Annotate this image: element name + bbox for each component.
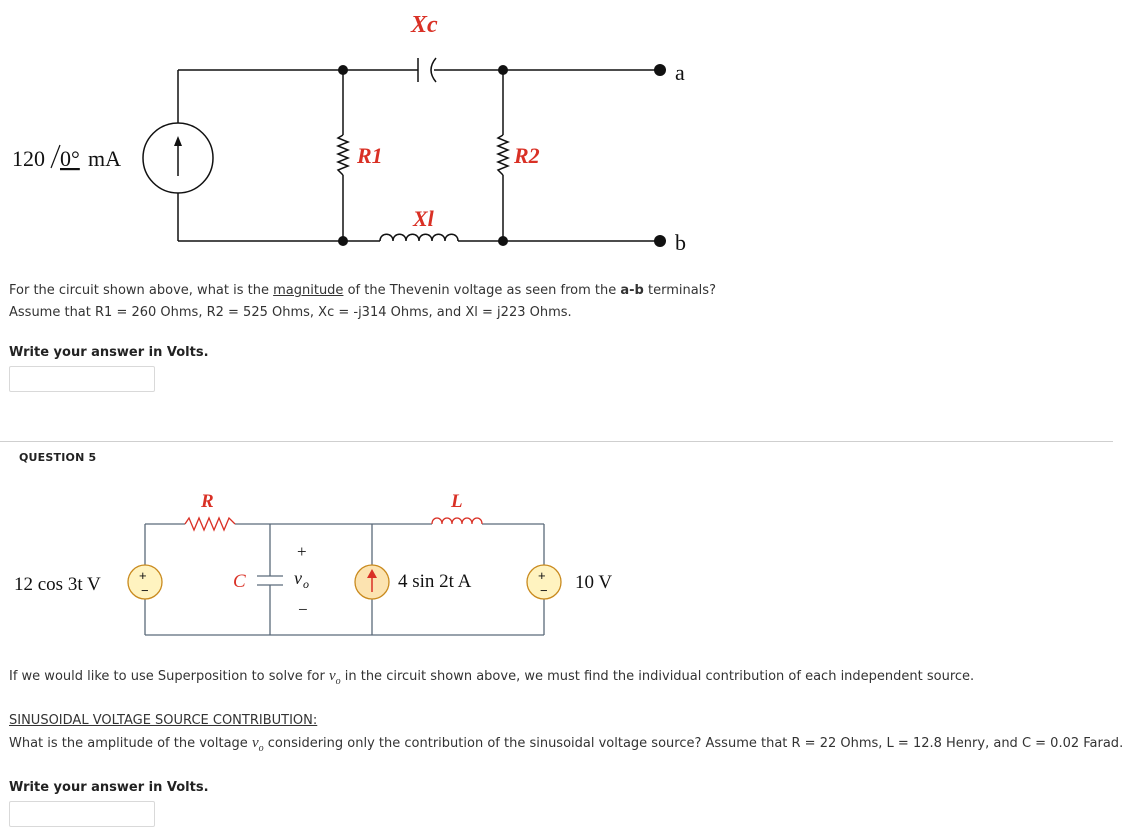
- svg-text:mA: mA: [88, 146, 121, 171]
- question-divider: [0, 441, 1113, 442]
- terminal-b-node: [654, 235, 666, 247]
- q5-section-title: SINUSOIDAL VOLTAGE SOURCE CONTRIBUTION:: [9, 713, 318, 728]
- r2-label: R2: [513, 143, 540, 168]
- capacitor-c: [257, 575, 283, 586]
- inductor-l: [431, 517, 483, 525]
- svg-text:−: −: [540, 583, 548, 598]
- r-label: R: [200, 491, 214, 512]
- resistor-r: [184, 516, 236, 532]
- sinusoidal-voltage-source-icon: + −: [127, 564, 163, 600]
- sinusoidal-current-source-icon: [354, 564, 390, 600]
- l-label: L: [450, 491, 463, 512]
- inductor-xl: [379, 233, 459, 242]
- current-source-icon: [142, 122, 214, 194]
- q4-answer-instruction: Write your answer in Volts.: [9, 345, 209, 360]
- q4-prompt: For the circuit shown above, what is the…: [9, 283, 716, 298]
- terminal-b-label: b: [675, 230, 686, 255]
- dc-source-label: 10 V: [575, 572, 612, 593]
- q4-answer-input[interactable]: [9, 366, 155, 392]
- svg-text:+: +: [139, 568, 147, 583]
- q5-intro: If we would like to use Superposition to…: [9, 668, 975, 687]
- terminal-a-label: a: [675, 60, 685, 85]
- capacitor-xc: [417, 57, 437, 83]
- r1-label: R1: [356, 143, 383, 168]
- question-5-header: QUESTION 5: [19, 451, 97, 464]
- vo-label: v o: [294, 568, 309, 591]
- q5-answer-input[interactable]: [9, 801, 155, 827]
- dc-voltage-source-icon: + −: [526, 564, 562, 600]
- isource-label: 4 sin 2t A: [398, 571, 472, 592]
- svg-text:0°: 0°: [60, 146, 80, 171]
- thevenin-circuit-diagram: Xc R1 R2 Xl a b 120 0° mA: [12, 12, 686, 255]
- superposition-circuit-diagram: + − + − R L C + v o − 12 cos 3t V 4 sin …: [14, 491, 612, 636]
- c-label: C: [233, 571, 246, 592]
- vo-plus: +: [297, 542, 307, 561]
- xl-label: Xl: [412, 206, 435, 231]
- terminal-a-node: [654, 64, 666, 76]
- xc-label: Xc: [410, 12, 438, 38]
- q5-question: What is the amplitude of the voltage vo …: [9, 735, 1123, 754]
- svg-text:−: −: [141, 583, 149, 598]
- svg-text:o: o: [303, 577, 309, 591]
- vsource-label: 12 cos 3t V: [14, 574, 101, 595]
- svg-text:120: 120: [12, 146, 45, 171]
- q4-assumption: Assume that R1 = 260 Ohms, R2 = 525 Ohms…: [9, 305, 572, 320]
- resistor-r2: [495, 134, 511, 176]
- svg-text:v: v: [294, 568, 302, 588]
- resistor-r1: [335, 134, 351, 176]
- source-value-label: 120 0° mA: [12, 144, 121, 171]
- svg-text:+: +: [538, 568, 546, 583]
- q5-answer-instruction: Write your answer in Volts.: [9, 780, 209, 795]
- vo-minus: −: [298, 600, 308, 619]
